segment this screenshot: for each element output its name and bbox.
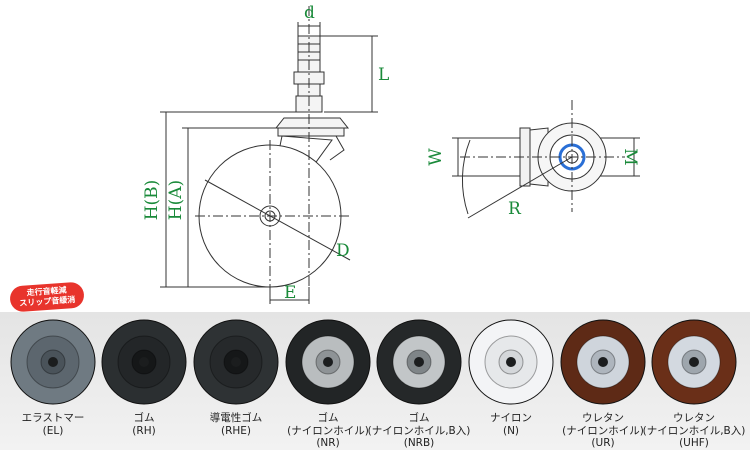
wheel-label: ゴム(ナイロンホイル)(NR): [272, 412, 384, 450]
wheel-elastomer-icon: [10, 319, 96, 405]
wheel-item: エラストマー(EL): [7, 318, 99, 448]
wheel-code: (UHF): [679, 437, 709, 449]
wheel-name: ゴム: [317, 412, 339, 424]
wheel-conductive-rubber-icon: [193, 319, 279, 405]
wheel-code: (NR): [316, 437, 340, 449]
wheel-name: ウレタン: [582, 412, 624, 424]
dim-W: W: [426, 148, 446, 166]
wheel-label: エラストマー(EL): [0, 412, 109, 437]
wheel-code: (NRB): [403, 437, 435, 449]
dim-L: L: [378, 65, 389, 85]
wheel-type-gallery: エラストマー(EL)ゴム(RH)導電性ゴム(RHE)ゴム(ナイロンホイル)(NR…: [0, 312, 750, 450]
dim-D: D: [336, 241, 350, 261]
wheel-code: (UR): [591, 437, 615, 449]
wheel-name: ゴム: [133, 412, 155, 424]
wheel-rubber-icon: [101, 319, 187, 405]
wheel-code: (RHE): [220, 424, 252, 437]
wheel-label: ウレタン(ナイロンホイル,B入)(UHF): [638, 412, 750, 450]
wheel-code: (EL): [42, 424, 64, 437]
wheel-sub: (ナイロンホイル): [562, 424, 644, 437]
wheel-label: ゴム(ナイロンホイル,B入)(NRB): [363, 412, 475, 450]
noise-reduction-badge: 走行音軽減 スリップ音緩消: [9, 281, 85, 313]
wheel-name: ウレタン: [673, 412, 715, 424]
wheel-label: ナイロン(N): [455, 412, 567, 437]
wheel-rubber-nylon-bearing-icon: [376, 319, 462, 405]
wheel-item: ゴム(RH): [98, 318, 190, 448]
wheel-item: ウレタン(ナイロンホイル)(UR): [557, 318, 649, 449]
wheel-rubber-nylon-icon: [285, 319, 371, 405]
wheel-name: ゴム: [408, 412, 430, 424]
caster-technical-drawing: d L H(B) H(A) D E W M R: [142, 3, 640, 304]
wheel-urethane-nylon-bearing-icon: [651, 319, 737, 405]
wheel-label: ゴム(RH): [88, 412, 200, 437]
caster-top-view: [452, 100, 640, 219]
dim-R: R: [508, 199, 522, 219]
dim-M: M: [620, 148, 640, 165]
wheel-code: (RH): [132, 424, 156, 437]
stem: [293, 35, 325, 113]
wheel-sub: (ナイロンホイル,B入): [367, 424, 471, 437]
wheel-urethane-nylon-icon: [560, 319, 646, 405]
wheel-label: 導電性ゴム(RHE): [180, 412, 292, 437]
wheel-code: (N): [502, 424, 520, 437]
wheel-item: ウレタン(ナイロンホイル,B入)(UHF): [643, 318, 745, 449]
wheel-name: ナイロン: [490, 412, 532, 424]
dim-HA: H(A): [166, 180, 186, 220]
wheel-item: ゴム(ナイロンホイル)(NR): [282, 318, 374, 449]
dim-HB: H(B): [142, 180, 162, 221]
wheel-item: ナイロン(N): [465, 318, 557, 448]
dim-E: E: [284, 283, 296, 303]
wheel-sub: (ナイロンホイル,B入): [642, 424, 746, 437]
wheel-name: 導電性ゴム: [209, 412, 263, 424]
wheel-nylon-icon: [468, 319, 554, 405]
wheel-name: エラストマー: [21, 412, 85, 424]
dim-d: d: [304, 3, 315, 23]
wheel-item: 導電性ゴム(RHE): [190, 318, 282, 448]
wheel-sub: (ナイロンホイル): [287, 424, 369, 437]
wheel-item: ゴム(ナイロンホイル,B入)(NRB): [368, 318, 470, 449]
wheel-label: ウレタン(ナイロンホイル)(UR): [547, 412, 659, 450]
